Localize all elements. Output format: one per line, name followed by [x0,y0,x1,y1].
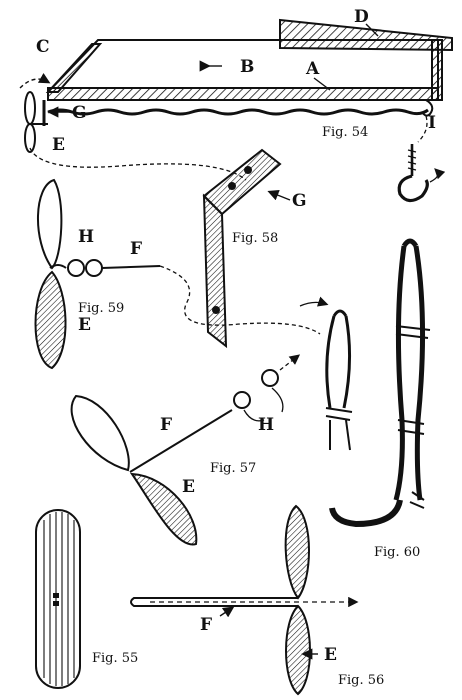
prop-e-small-lower [24,123,36,153]
caption-fig57: Fig. 57 [210,461,256,476]
label-c: C [36,37,50,57]
pointer-d [365,23,379,37]
hook-curve [397,174,429,203]
loop-large-knots [395,325,431,435]
fig56-propeller [130,504,311,696]
loop-large-top [401,238,419,248]
label-e-59: E [78,315,91,335]
label-g-54: G [72,103,87,123]
label-e-56: E [324,645,337,665]
shaft-f-59 [101,265,161,269]
fig54-frame [24,18,453,153]
hook-bend-wrap [409,491,425,509]
bead-59-2 [85,259,103,277]
prop-e-small-upper [24,91,36,125]
label-e-54: E [52,135,65,155]
label-h-57: H [258,415,274,435]
screw-hook-large [397,144,429,203]
bead-57-2 [261,369,279,387]
leader-i-to-hook [417,115,428,143]
label-d: D [354,7,369,27]
stick-d [279,18,453,52]
bracket-vertical-arm [202,193,228,349]
blade-56-lower [285,604,311,696]
fig57-propeller [70,369,279,546]
hook-i-small [421,99,434,117]
rubber-motor [47,108,429,116]
label-i: I [428,113,436,133]
rear-post [431,39,443,101]
caption-fig58: Fig. 58 [232,231,278,246]
blank-hole-1 [53,593,59,598]
loop-small [325,315,352,409]
stick-a [47,87,439,101]
blade-59-upper [36,178,63,270]
label-f-59: F [130,239,142,259]
blade-57-upper [70,394,130,472]
loop-small-top [332,309,348,317]
pointer-f-56 [219,606,235,618]
hook-arrow [429,168,446,183]
blank-hole-2 [53,601,59,606]
fig60-rubber [325,238,431,528]
hook-bend [329,499,403,528]
label-g-58: G [292,191,307,211]
shaft-f-57 [129,409,233,473]
arrow-57 [279,354,301,371]
pointer-h-57 [243,387,284,422]
rotation-arrow-54 [19,72,51,89]
label-f-57: F [160,415,172,435]
loop-large-left [393,245,407,501]
fig55-blank [35,509,81,689]
loop-arrow [299,296,329,307]
bracket-hole-2 [228,182,236,190]
shaft-f-56-hook [130,597,298,607]
bracket-hole-1 [244,166,252,174]
brace-c [45,43,103,93]
label-b: B [240,57,254,77]
loop-small-end-2 [345,419,351,451]
loop-large-right [413,245,426,501]
pointer-a [313,77,331,91]
blade-59-lower [34,270,67,370]
caption-fig55: Fig. 55 [92,651,138,666]
fig59-propeller [34,178,161,370]
bead-57-1 [233,391,251,409]
label-e-57: E [182,477,195,497]
leader-f-to-loop [159,265,321,335]
bead-59-1 [67,259,85,277]
label-a: A [305,59,320,79]
label-h-59: H [78,227,94,247]
caption-fig54: Fig. 54 [322,125,368,140]
hub-59 [49,264,67,269]
blank-outline [35,509,81,689]
pointer-g-58 [267,189,291,201]
bracket-top-arm [202,148,282,216]
fig58-bracket [202,148,282,349]
caption-fig56: Fig. 56 [338,673,384,688]
blade-57-lower [130,472,198,546]
loop-small-knot [325,407,353,421]
caption-fig60: Fig. 60 [374,545,420,560]
caption-fig59: Fig. 59 [78,301,124,316]
label-f-56: F [200,615,212,635]
bracket-hole-3 [212,306,220,314]
hook-threads [407,149,417,171]
blade-56-upper [284,504,310,600]
